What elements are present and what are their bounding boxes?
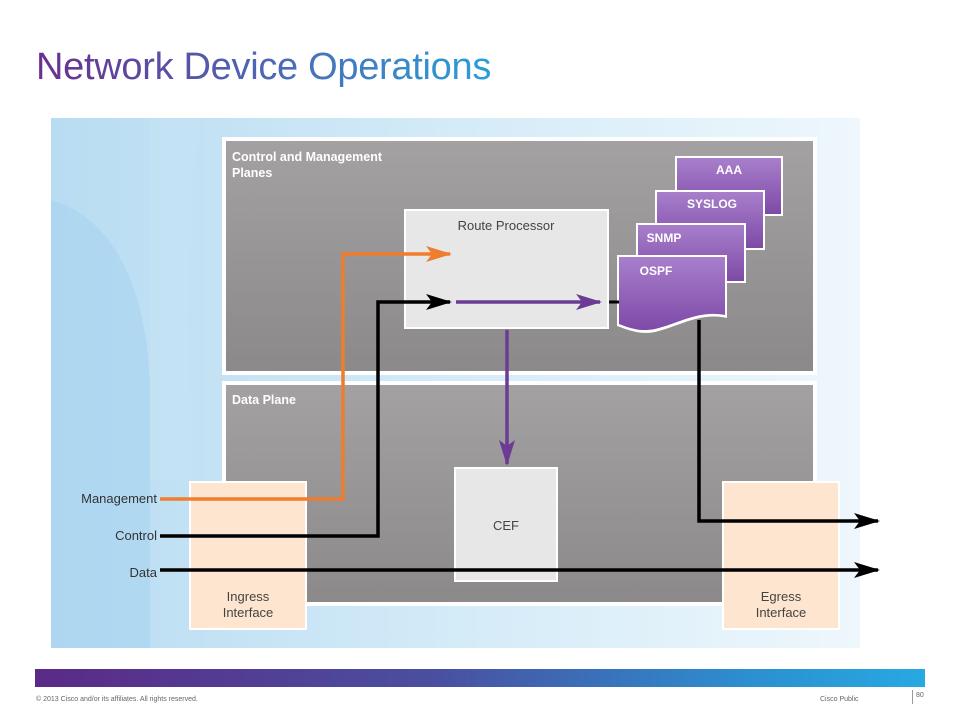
protocol-ospf: OSPF <box>617 255 727 333</box>
footer-bar <box>35 669 925 687</box>
route-processor-label: Route Processor <box>458 218 555 233</box>
control-plane-label-line1: Control and Management <box>232 150 383 164</box>
footer-separator <box>912 690 913 704</box>
background-swoosh-2 <box>150 118 200 480</box>
data-plane-label: Data Plane <box>232 393 296 407</box>
protocol-ospf-label: OSPF <box>640 264 673 278</box>
egress-label-line1: Egress <box>761 589 802 604</box>
control-egress-path <box>697 320 880 529</box>
egress-label-line2: Interface <box>756 605 807 620</box>
background-swoosh <box>51 200 150 648</box>
management-path <box>160 246 452 501</box>
slide-title: Network Device Operations <box>36 42 491 92</box>
protocol-snmp-label: SNMP <box>647 231 682 245</box>
route-processor: Route Processor <box>404 209 609 329</box>
protocol-aaa-label: AAA <box>716 163 742 177</box>
cef-label: CEF <box>493 518 519 533</box>
protocol-syslog-label: SYSLOG <box>687 197 737 211</box>
ingress-label-line2: Interface <box>223 605 274 620</box>
input-label-control: Control <box>115 528 157 543</box>
ingress-interface: Ingress Interface <box>189 481 307 630</box>
ingress-label-line1: Ingress <box>227 589 270 604</box>
control-path <box>160 294 452 538</box>
input-label-data: Data <box>130 565 158 580</box>
egress-interface: Egress Interface <box>722 481 840 630</box>
footer-classification: Cisco Public <box>820 696 859 703</box>
input-label-management: Management <box>81 491 157 506</box>
page-number: 80 <box>916 692 924 699</box>
cef-box: CEF <box>454 467 558 582</box>
control-plane-label-line2: Planes <box>232 166 272 180</box>
footer-copyright: © 2013 Cisco and/or its affiliates. All … <box>36 696 198 703</box>
